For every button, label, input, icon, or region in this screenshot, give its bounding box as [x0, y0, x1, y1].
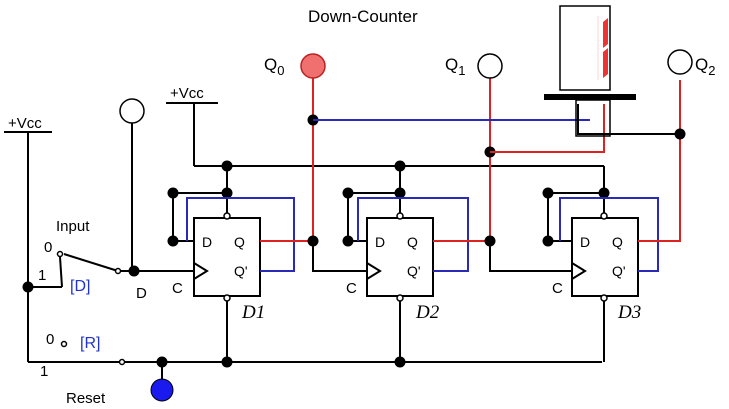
q0-label: Q0 — [264, 55, 284, 78]
d-probe-icon — [119, 98, 145, 124]
reset-switch[interactable]: 0 [R] 1 Reset — [40, 331, 602, 407]
d3-d-pin: D — [580, 234, 590, 250]
diagram-title: Down-Counter — [308, 7, 418, 26]
d1-name: D1 — [241, 302, 265, 323]
input-switch-label: Input — [56, 218, 90, 235]
d3-name: D3 — [617, 302, 641, 323]
flip-flop-d3: D Q Q' C D3 — [542, 80, 681, 362]
input-switch[interactable]: Input 0 1 [D] D — [38, 218, 147, 302]
bus-q1-wire — [490, 104, 605, 153]
bus-q2-wire — [577, 104, 680, 135]
d1-c-label: C — [172, 280, 183, 297]
d2-q-pin: Q — [407, 234, 418, 250]
d-node-label: D — [136, 285, 147, 302]
q2-led-icon — [667, 49, 693, 75]
q1-label: Q1 — [445, 55, 465, 78]
segment-b-icon — [603, 18, 608, 48]
reset-switch-label: Reset — [66, 390, 106, 407]
output-q0: Q0 — [264, 53, 326, 247]
d-input-probe — [119, 98, 194, 277]
d2-c-label: C — [346, 280, 357, 297]
output-q2: Q2 — [667, 49, 715, 140]
d3-c-label: C — [552, 280, 563, 297]
input-key-label: [D] — [70, 278, 90, 295]
vcc-mid-label: +Vcc — [170, 85, 204, 102]
input-pos0-label: 0 — [44, 239, 52, 256]
reset-pos1-label: 1 — [40, 363, 48, 380]
seven-segment-display: 1 — [544, 5, 636, 137]
d3-q-pin: Q — [612, 234, 623, 250]
reset-pos0-label: 0 — [46, 331, 54, 348]
reset-key-label: [R] — [80, 335, 100, 352]
left-supply: +Vcc — [4, 115, 52, 363]
d1-q-pin: Q — [234, 234, 245, 250]
d1-d-pin: D — [202, 234, 212, 250]
input-pos1-label: 1 — [38, 267, 46, 284]
flip-flop-d1: D Q Q' C D1 — [167, 197, 313, 368]
d2-name: D2 — [415, 302, 440, 323]
d2-qn-pin: Q' — [407, 263, 421, 279]
q2-label: Q2 — [695, 55, 715, 78]
q0-led-icon — [300, 53, 326, 79]
clock-link-d3 — [489, 241, 572, 272]
clock-link-d2 — [312, 241, 367, 272]
flip-flop-d2: D Q Q' C D2 — [342, 197, 490, 368]
output-q1: Q1 — [445, 53, 503, 247]
vcc-left-label: +Vcc — [8, 115, 42, 132]
mid-supply: +Vcc — [166, 85, 610, 241]
segment-c-icon — [603, 48, 608, 78]
q1-led-icon — [477, 53, 503, 79]
d2-d-pin: D — [375, 234, 385, 250]
d1-qn-pin: Q' — [234, 263, 248, 279]
d3-qn-pin: Q' — [612, 263, 626, 279]
reset-led-icon — [150, 378, 174, 402]
